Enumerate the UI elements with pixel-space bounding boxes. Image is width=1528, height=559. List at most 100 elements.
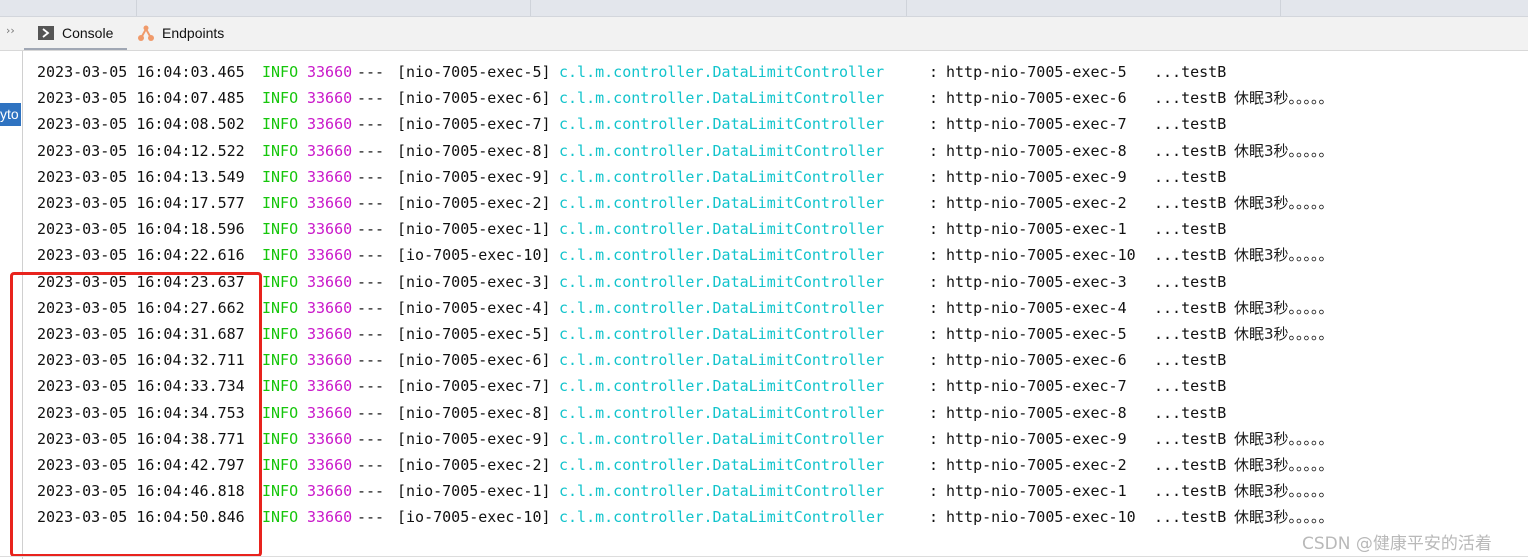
http-thread: http-nio-7005-exec-4 [946, 298, 1127, 317]
colon: : [929, 115, 939, 134]
colon: : [929, 456, 939, 474]
method: ...testB [1154, 89, 1227, 108]
http-thread: http-nio-7005-exec-7 [946, 115, 1127, 134]
log-message: 休眠3秒。。。。。 [1234, 141, 1334, 160]
divider [0, 556, 1528, 557]
tab-label: Endpoints [162, 24, 225, 41]
process-id: 33660 [307, 220, 353, 239]
process-id: 33660 [307, 115, 353, 134]
log-level: INFO [262, 89, 299, 108]
http-thread: http-nio-7005-exec-8 [946, 403, 1127, 422]
side-panel-chip[interactable]: yto [0, 103, 21, 126]
thread-name: [nio-7005-exec-7] [397, 377, 551, 396]
method: ...testB [1154, 272, 1227, 291]
log-message: 休眠3秒。。。。。 [1234, 482, 1334, 501]
separator: --- [357, 272, 385, 291]
logger-name: c.l.m.controller.DataLimitController [559, 508, 885, 527]
log-level: INFO [262, 298, 299, 317]
log-level: INFO [262, 377, 299, 396]
log-message: 休眠3秒。。。。。 [1234, 298, 1334, 317]
colon: : [929, 89, 939, 108]
method: ...testB [1154, 115, 1227, 134]
separator: --- [357, 298, 385, 317]
method: ...testB [1154, 298, 1227, 317]
separator: --- [357, 115, 385, 134]
process-id: 33660 [307, 351, 353, 370]
logger-name: c.l.m.controller.DataLimitController [559, 456, 885, 474]
logger-name: c.l.m.controller.DataLimitController [559, 194, 885, 212]
process-id: 33660 [307, 429, 353, 448]
timestamp: 2023-03-05 16:04:12.522 [37, 141, 245, 160]
log-level: INFO [262, 482, 299, 501]
tab-endpoints[interactable]: Endpoints [137, 17, 224, 48]
thread-name: [nio-7005-exec-9] [397, 429, 551, 448]
logger-name: c.l.m.controller.DataLimitController [559, 403, 885, 422]
thread-name: [nio-7005-exec-8] [397, 403, 551, 422]
http-thread: http-nio-7005-exec-8 [946, 141, 1127, 160]
process-id: 33660 [307, 325, 353, 343]
console-icon [38, 25, 54, 40]
separator: --- [357, 194, 385, 212]
timestamp: 2023-03-05 16:04:08.502 [37, 115, 245, 134]
http-thread: http-nio-7005-exec-6 [946, 89, 1127, 108]
thread-name: [nio-7005-exec-2] [397, 194, 551, 212]
tab-label: Console [62, 24, 114, 41]
process-id: 33660 [307, 167, 353, 186]
colon: : [929, 220, 939, 239]
highlight-box [10, 272, 262, 557]
tab-console[interactable]: Console [24, 17, 128, 50]
colon: : [929, 63, 939, 81]
logger-name: c.l.m.controller.DataLimitController [559, 167, 885, 186]
thread-name: [nio-7005-exec-6] [397, 351, 551, 370]
http-thread: http-nio-7005-exec-9 [946, 167, 1127, 186]
log-message: 休眠3秒。。。。。 [1234, 325, 1334, 343]
colon: : [929, 167, 939, 186]
logger-name: c.l.m.controller.DataLimitController [559, 298, 885, 317]
colon: : [929, 482, 939, 501]
timestamp: 2023-03-05 16:04:13.549 [37, 167, 245, 186]
process-id: 33660 [307, 377, 353, 396]
timestamp: 2023-03-05 16:04:18.596 [37, 220, 245, 239]
colon: : [929, 194, 939, 212]
top-tab-strip [0, 0, 1528, 17]
logger-name: c.l.m.controller.DataLimitController [559, 246, 885, 265]
http-thread: http-nio-7005-exec-3 [946, 272, 1127, 291]
process-id: 33660 [307, 141, 353, 160]
method: ...testB [1154, 141, 1227, 160]
timestamp: 2023-03-05 16:04:31.687 [37, 325, 245, 343]
separator: --- [357, 351, 385, 370]
overflow-chevron-icon[interactable]: ›› [6, 24, 15, 37]
http-thread: http-nio-7005-exec-1 [946, 220, 1127, 239]
http-thread: http-nio-7005-exec-7 [946, 377, 1127, 396]
method: ...testB [1154, 351, 1227, 370]
timestamp: 2023-03-05 16:04:34.753 [37, 403, 245, 422]
thread-name: [nio-7005-exec-7] [397, 115, 551, 134]
log-level: INFO [262, 456, 299, 474]
method: ...testB [1154, 482, 1227, 501]
timestamp: 2023-03-05 16:04:07.485 [37, 89, 245, 108]
method: ...testB [1154, 377, 1227, 396]
log-message: 休眠3秒。。。。。 [1234, 508, 1334, 527]
http-thread: http-nio-7005-exec-5 [946, 325, 1127, 343]
method: ...testB [1154, 456, 1227, 474]
http-thread: http-nio-7005-exec-2 [946, 456, 1127, 474]
logger-name: c.l.m.controller.DataLimitController [559, 272, 885, 291]
thread-name: [io-7005-exec-10] [397, 246, 551, 265]
colon: : [929, 141, 939, 160]
separator: --- [357, 429, 385, 448]
logger-name: c.l.m.controller.DataLimitController [559, 115, 885, 134]
colon: : [929, 298, 939, 317]
log-level: INFO [262, 63, 299, 81]
log-message: 休眠3秒。。。。。 [1234, 456, 1334, 474]
thread-name: [nio-7005-exec-5] [397, 325, 551, 343]
process-id: 33660 [307, 403, 353, 422]
colon: : [929, 429, 939, 448]
colon: : [929, 246, 939, 265]
endpoints-icon [138, 25, 154, 41]
log-level: INFO [262, 220, 299, 239]
process-id: 33660 [307, 63, 353, 81]
thread-name: [nio-7005-exec-8] [397, 141, 551, 160]
log-message: 休眠3秒。。。。。 [1234, 246, 1334, 265]
method: ...testB [1154, 63, 1227, 81]
timestamp: 2023-03-05 16:04:03.465 [37, 63, 245, 81]
